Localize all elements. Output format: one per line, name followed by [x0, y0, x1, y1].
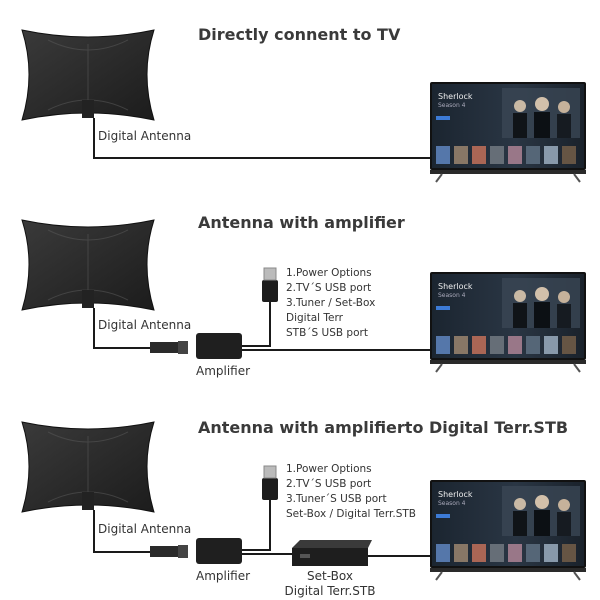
- power-note: 2.TV´S USB port: [286, 478, 372, 490]
- tv-show-title: Sherlock: [438, 282, 473, 291]
- stb-label-line: Set-Box: [307, 569, 353, 583]
- tv-show-subtitle: Season 4: [438, 292, 466, 299]
- power-note: Set-Box / Digital Terr.STB: [286, 508, 416, 520]
- power-note: 3.Tuner´S USB port: [286, 493, 387, 505]
- section-title: Antenna with amplifier: [198, 213, 405, 232]
- coax-connector-icon: [150, 341, 188, 354]
- coax-cable: [93, 118, 430, 159]
- power-note: 1.Power Options: [286, 267, 372, 279]
- power-note: Digital Terr: [286, 312, 343, 324]
- amplifier-label: Amplifier: [196, 364, 251, 378]
- amplifier-box-icon: [196, 538, 242, 564]
- power-options-notes: 1.Power Options 2.TV´S USB port 3.Tuner´…: [286, 462, 416, 522]
- usb-cable: [242, 500, 271, 551]
- section-title: Antenna with amplifierto Digital Terr.ST…: [198, 418, 569, 437]
- tv-show-title: Sherlock: [438, 490, 473, 499]
- section-amplifier-stb: [21, 421, 586, 581]
- power-note: 1.Power Options: [286, 463, 372, 475]
- set-top-box-label: Set-Box Digital Terr.STB: [284, 569, 376, 599]
- section-title: Directly connent to TV: [198, 25, 401, 44]
- flat-antenna-icon: [21, 219, 155, 311]
- tv-show-subtitle: Season 4: [438, 102, 466, 109]
- flat-antenna-icon: [21, 29, 155, 121]
- stb-label-line: Digital Terr.STB: [284, 584, 376, 598]
- power-note: 3.Tuner / Set-Box: [286, 297, 376, 309]
- television-icon: [430, 82, 586, 183]
- usb-cable: [242, 300, 271, 347]
- amplifier-box-icon: [196, 333, 242, 359]
- coax-cable: [93, 308, 150, 349]
- television-icon: [430, 480, 586, 581]
- power-options-notes: 1.Power Options 2.TV´S USB port 3.Tuner …: [286, 266, 375, 341]
- section-direct: [21, 29, 586, 183]
- amplifier-label: Amplifier: [196, 569, 251, 583]
- antenna-label: Digital Antenna: [98, 318, 192, 332]
- usb-plug-icon: [262, 267, 278, 302]
- coax-connector-icon: [150, 545, 188, 558]
- tv-show-title: Sherlock: [438, 92, 473, 101]
- antenna-label: Digital Antenna: [98, 129, 192, 143]
- tv-show-subtitle: Season 4: [438, 500, 466, 507]
- coax-cable: [93, 510, 150, 553]
- power-note: STB´S USB port: [286, 327, 368, 339]
- antenna-label: Digital Antenna: [98, 522, 192, 536]
- television-icon: [430, 272, 586, 373]
- section-amplifier: [21, 219, 586, 373]
- usb-plug-icon: [262, 465, 278, 500]
- set-top-box-icon: [292, 540, 372, 566]
- power-note: 2.TV´S USB port: [286, 282, 372, 294]
- flat-antenna-icon: [21, 421, 155, 513]
